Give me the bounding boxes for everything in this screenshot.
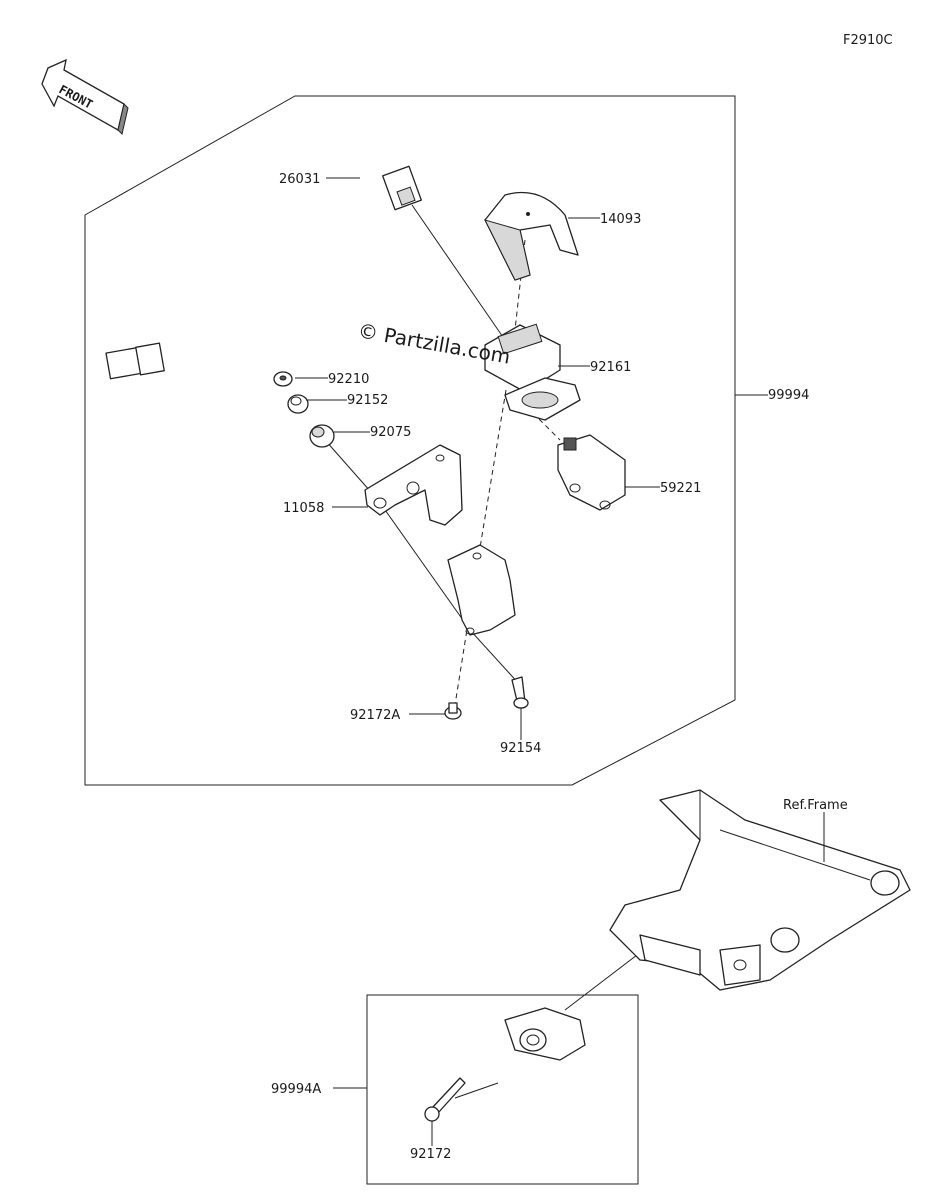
- part-label-11058: 11058: [283, 501, 324, 516]
- relay-59221: [557, 434, 626, 511]
- ref-frame-label: Ref.Frame: [783, 798, 848, 813]
- part-label-99994: 99994: [768, 388, 809, 403]
- watermark: © Partzilla.com: [356, 318, 512, 368]
- part-label-14093: 14093: [600, 212, 641, 227]
- grommet-92075: [309, 424, 335, 448]
- sensor-99994A: [504, 1007, 586, 1061]
- bracket-11058: [364, 444, 463, 526]
- kit-outline-99994A: [366, 994, 639, 1185]
- part-label-92152: 92152: [347, 393, 388, 408]
- wire-harness-26031: [105, 152, 422, 380]
- bolt-92154: [511, 676, 529, 709]
- holder-92161: [484, 323, 581, 421]
- part-label-59221: 59221: [660, 481, 701, 496]
- reference-frame: [609, 789, 911, 991]
- part-label-92172: 92172: [410, 1147, 451, 1162]
- nut-92210: [273, 371, 293, 387]
- part-label-92154: 92154: [500, 741, 541, 756]
- front-arrow-icon: FRONT: [41, 58, 129, 135]
- figure-code: F2910C: [843, 33, 893, 48]
- part-label-99994A: 99994A: [271, 1082, 321, 1097]
- part-label-92210: 92210: [328, 372, 369, 387]
- part-label-92172A: 92172A: [350, 708, 400, 723]
- leader-lines: [295, 177, 825, 1146]
- screw-92172A: [444, 702, 462, 720]
- part-label-26031: 26031: [279, 172, 320, 187]
- bolt-92172: [424, 1077, 466, 1122]
- lower-bracket: [447, 544, 516, 636]
- part-label-92075: 92075: [370, 425, 411, 440]
- part-label-92161: 92161: [590, 360, 631, 375]
- collar-92152: [287, 394, 309, 414]
- cover-14093: [484, 191, 579, 281]
- kit-outline-99994: [84, 95, 736, 786]
